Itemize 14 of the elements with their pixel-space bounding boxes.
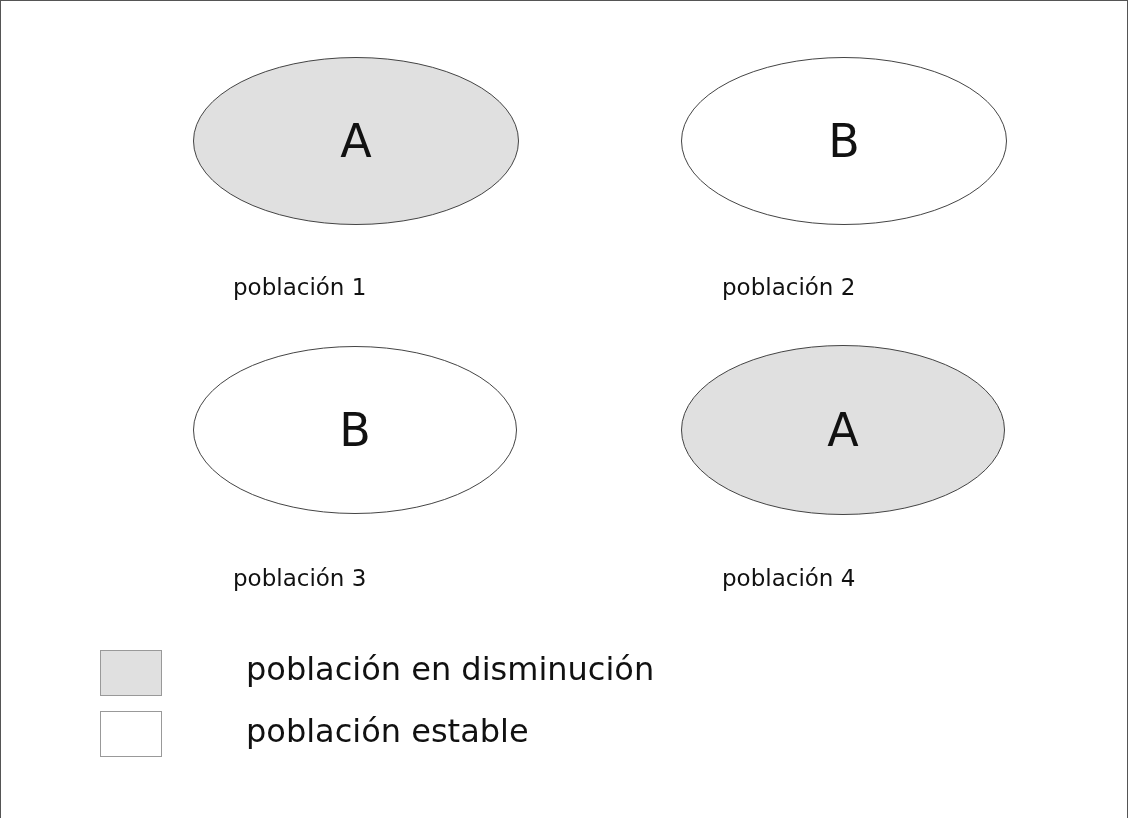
group-letter: B	[828, 114, 860, 168]
population-caption: población 1	[233, 274, 367, 300]
population-caption: población 4	[722, 565, 856, 591]
population-ellipse	[193, 346, 517, 514]
population-ellipse	[681, 57, 1007, 225]
group-letter: A	[827, 403, 859, 457]
group-letter: B	[339, 403, 371, 457]
population-ellipse	[681, 345, 1005, 515]
legend-label: población en disminución	[246, 650, 655, 688]
group-letter: A	[340, 114, 372, 168]
population-caption: población 3	[233, 565, 367, 591]
population-ellipse	[193, 57, 519, 225]
population-caption: población 2	[722, 274, 856, 300]
legend-label: población estable	[246, 712, 529, 750]
